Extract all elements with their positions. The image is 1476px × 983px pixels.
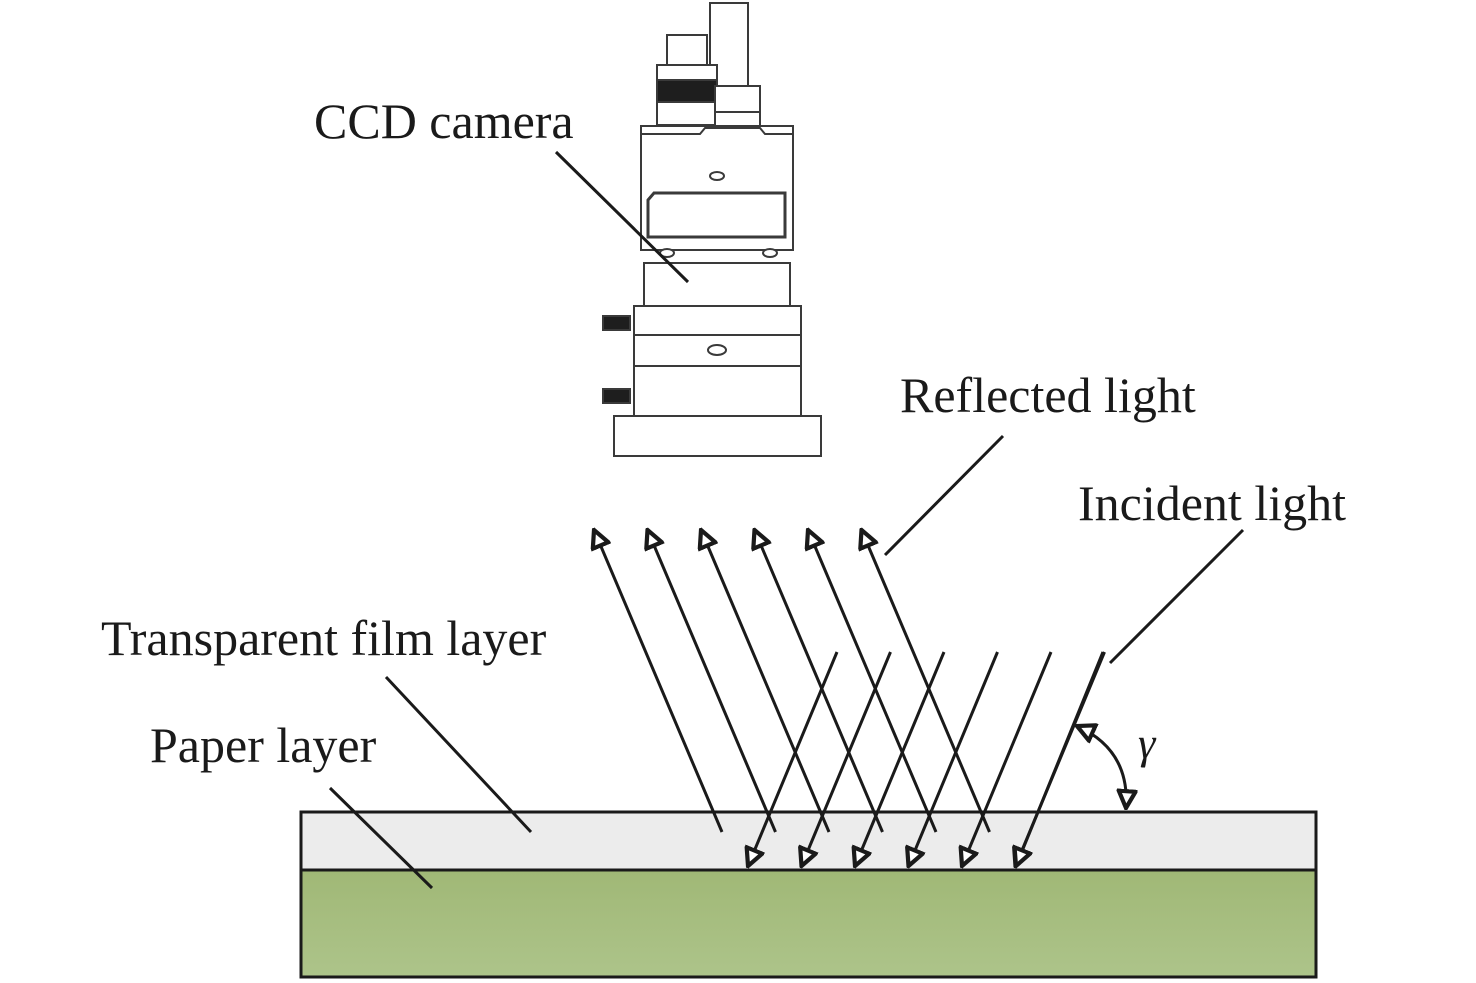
camera-side-block bbox=[714, 85, 761, 127]
reflected-ray bbox=[648, 530, 777, 833]
screw-hole bbox=[709, 171, 725, 181]
incident-ray-reference bbox=[1016, 651, 1105, 866]
angle-arc bbox=[1077, 726, 1126, 808]
label-ccd-camera: CCD camera bbox=[314, 93, 574, 149]
reflected-ray bbox=[594, 530, 724, 833]
reflected-ray bbox=[862, 530, 991, 833]
incident-ray bbox=[962, 651, 1053, 866]
paper-layer bbox=[299, 868, 1318, 979]
camera-base-plate bbox=[613, 415, 822, 457]
camera-knob bbox=[602, 315, 631, 331]
reflected-ray bbox=[755, 530, 884, 833]
camera-mount-upper bbox=[633, 305, 802, 336]
label-incident-light: Incident light bbox=[1078, 475, 1346, 531]
leader-incident bbox=[1108, 528, 1245, 665]
label-transparent-film-layer: Transparent film layer bbox=[101, 610, 547, 666]
screw-hole bbox=[762, 248, 778, 258]
label-paper-layer: Paper layer bbox=[150, 717, 377, 773]
camera-knob bbox=[602, 388, 631, 404]
leader-camera bbox=[554, 150, 690, 284]
camera-lens-band bbox=[656, 79, 718, 103]
ccd-camera bbox=[602, 2, 822, 457]
transparent-film-layer bbox=[299, 810, 1318, 872]
camera-mount-lower bbox=[633, 365, 802, 417]
camera-lens-cap bbox=[666, 34, 708, 66]
camera-body-mid bbox=[643, 262, 791, 307]
leader-paper bbox=[328, 786, 434, 890]
label-reflected-light: Reflected light bbox=[900, 367, 1196, 423]
screw-hole bbox=[707, 344, 727, 356]
leader-film bbox=[384, 675, 533, 834]
light-rays bbox=[594, 530, 1106, 866]
incident-ray bbox=[909, 651, 999, 866]
leader-reflected bbox=[883, 434, 1005, 557]
reflected-ray bbox=[701, 530, 831, 833]
reflected-ray bbox=[808, 530, 938, 833]
label-angle-gamma: γ bbox=[1138, 719, 1156, 768]
